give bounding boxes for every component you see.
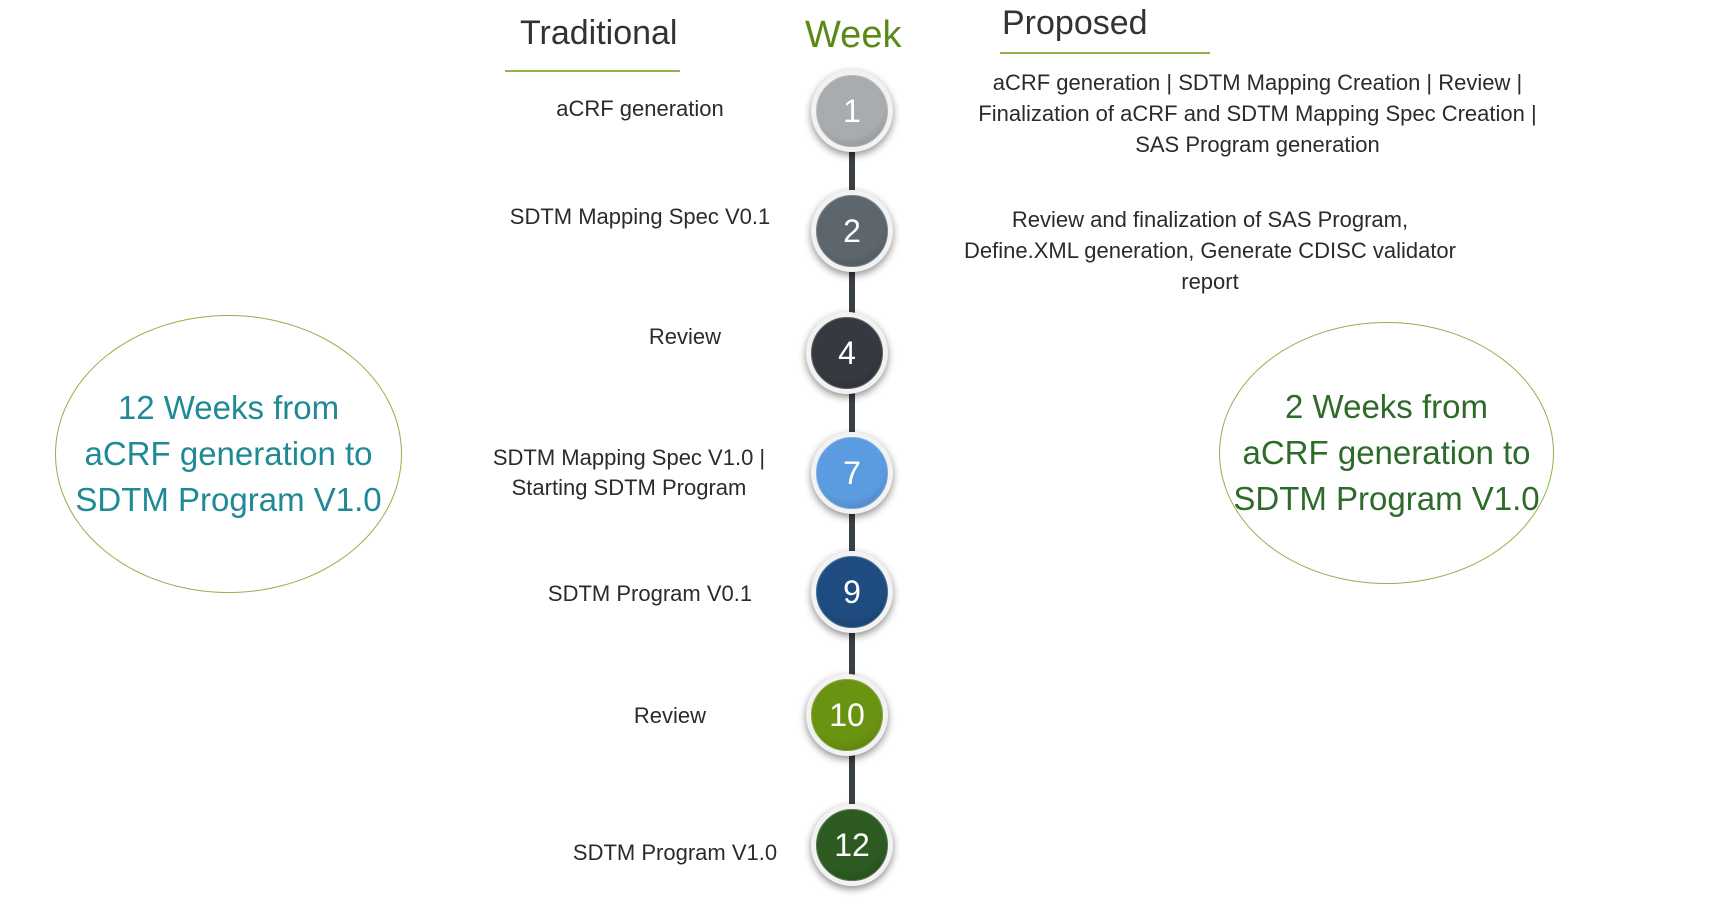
traditional-label-week-10: Review: [633, 703, 707, 728]
proposed-item-line: report: [1181, 269, 1239, 294]
proposed-item-line: Finalization of aCRF and SDTM Mapping Sp…: [978, 101, 1537, 126]
traditional-label-line: Starting SDTM Program: [511, 475, 747, 500]
traditional-label-week-9: SDTM Program V0.1: [547, 581, 753, 606]
summary-line: 2 Weeks from: [1285, 388, 1488, 425]
week-circle-2: 2: [811, 190, 893, 272]
week-number: 2: [843, 213, 861, 249]
traditional-label-week-4: Review: [648, 324, 722, 349]
week-circle-1: 1: [811, 70, 893, 152]
week-number: 1: [843, 93, 861, 129]
week-number: 9: [843, 574, 861, 610]
proposed-summary-text: 2 Weeks from aCRF generation to SDTM Pro…: [1220, 384, 1553, 522]
traditional-header: Traditional: [520, 14, 678, 52]
summary-line: aCRF generation to: [84, 435, 373, 472]
summary-line: aCRF generation to: [1242, 434, 1531, 471]
proposed-item-line: Define.XML generation, Generate CDISC va…: [964, 238, 1456, 263]
traditional-label-line: SDTM Mapping Spec V1.0 |: [492, 445, 766, 470]
week-header: Week: [805, 14, 902, 56]
proposed-item-line: Review and finalization of SAS Program,: [1011, 207, 1409, 232]
summary-line: SDTM Program V1.0: [75, 481, 382, 518]
week-number: 4: [838, 335, 856, 371]
proposed-item-line: SAS Program generation: [1135, 132, 1380, 157]
summary-line: 12 Weeks from: [117, 389, 340, 426]
week-circle-4: 4: [806, 312, 888, 394]
proposed-item-line: aCRF generation | SDTM Mapping Creation …: [992, 70, 1523, 95]
week-number: 12: [834, 827, 870, 863]
traditional-header-underline: [505, 70, 680, 72]
summary-line: SDTM Program V1.0: [1233, 480, 1540, 517]
proposed-header: Proposed: [1002, 4, 1148, 42]
traditional-label-week-7: SDTM Mapping Spec V1.0 | Starting SDTM P…: [474, 443, 784, 503]
traditional-label-week-1: aCRF generation: [556, 96, 724, 121]
proposed-item-week-1: aCRF generation | SDTM Mapping Creation …: [945, 67, 1570, 160]
week-circle-12: 12: [811, 804, 893, 886]
traditional-summary-text: 12 Weeks from aCRF generation to SDTM Pr…: [56, 385, 401, 523]
proposed-header-underline: [1000, 52, 1210, 54]
week-circle-9: 9: [811, 551, 893, 633]
traditional-label-week-2: SDTM Mapping Spec V0.1: [509, 204, 771, 229]
proposed-item-week-2: Review and finalization of SAS Program, …: [940, 204, 1480, 297]
traditional-label-week-12: SDTM Program V1.0: [572, 840, 778, 865]
week-number: 10: [829, 697, 865, 733]
week-circle-7: 7: [811, 432, 893, 514]
week-circle-10: 10: [806, 674, 888, 756]
proposed-summary-ellipse: 2 Weeks from aCRF generation to SDTM Pro…: [1219, 322, 1554, 584]
week-number: 7: [843, 455, 861, 491]
traditional-summary-ellipse: 12 Weeks from aCRF generation to SDTM Pr…: [55, 315, 402, 593]
